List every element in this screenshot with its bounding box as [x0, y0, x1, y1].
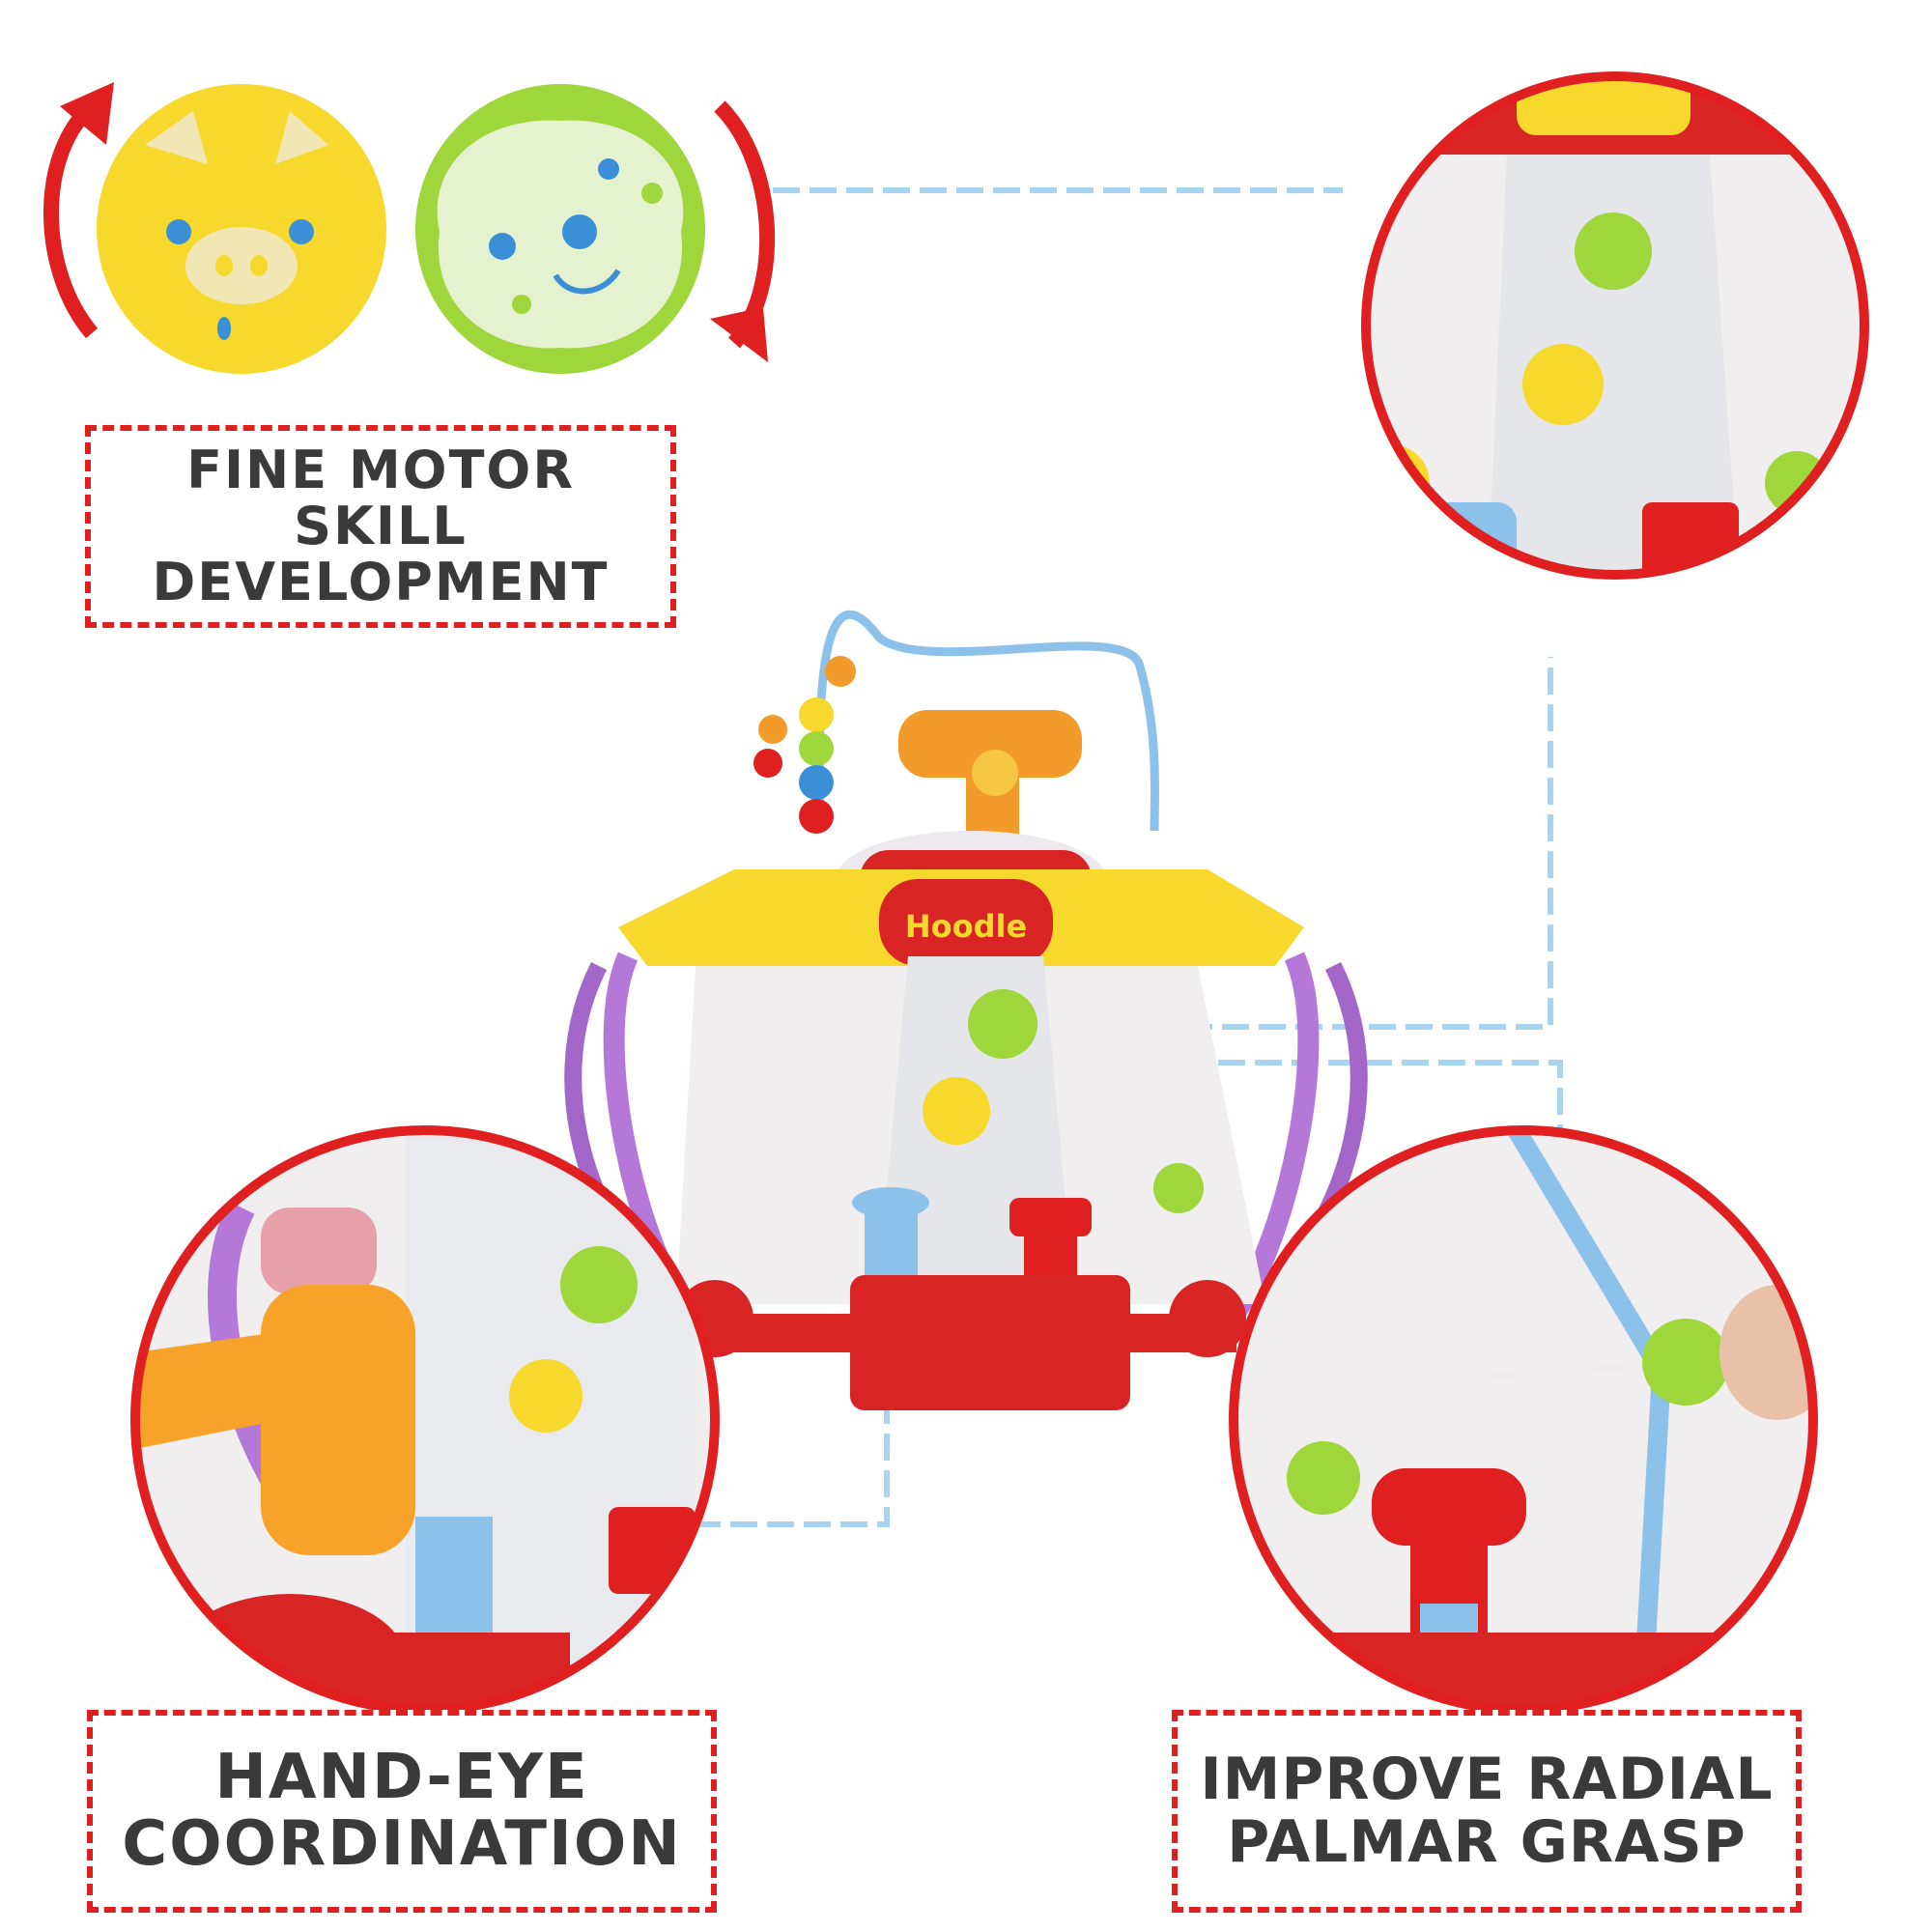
- pig-chip-icon: [97, 84, 386, 374]
- zoom-circle-grasp: [1229, 1125, 1818, 1715]
- radial-grasp-line-1: IMPROVE RADIAL: [1200, 1746, 1774, 1814]
- rotating-chips: [43, 82, 776, 374]
- hand-eye-line-2: COORDINATION: [122, 1808, 682, 1880]
- hand-eye-line-1: HAND-EYE: [214, 1741, 589, 1813]
- fine-motor-label-box: FINE MOTOR SKILL DEVELOPMENT: [85, 425, 676, 628]
- rotate-right-arrowhead-icon: [710, 307, 768, 362]
- activity-cube-toy: Hoodle: [564, 610, 1368, 1410]
- fine-motor-line-3: DEVELOPMENT: [152, 552, 610, 613]
- dog-chip-icon: [415, 84, 705, 374]
- hand-eye-label-box: HAND-EYE COORDINATION: [87, 1710, 717, 1913]
- radial-grasp-label-box: IMPROVE RADIAL PALMAR GRASP: [1172, 1710, 1802, 1913]
- rotate-right-arrow-icon: [714, 100, 776, 349]
- fine-motor-line-1: FINE MOTOR: [186, 439, 575, 500]
- fine-motor-line-2: SKILL: [294, 495, 468, 556]
- zoom-circle-hammer: [130, 1125, 720, 1715]
- toy-logo-text: Hoodle: [905, 908, 1027, 945]
- rotate-left-arrow-icon: [43, 99, 99, 339]
- zoom-circle-chips: [1361, 71, 1869, 580]
- rotate-left-arrowhead-icon: [60, 82, 114, 145]
- radial-grasp-line-2: PALMAR GRASP: [1227, 1808, 1747, 1876]
- bead-maze-wire: [814, 610, 1160, 832]
